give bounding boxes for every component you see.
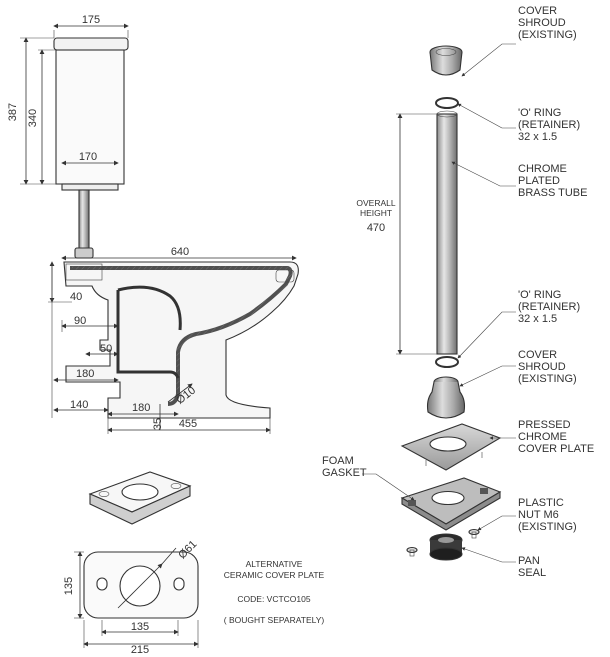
dim-35: 35 — [152, 418, 164, 430]
dim-height-total: 387 — [7, 103, 19, 121]
dim-width-top: 175 — [82, 14, 100, 26]
label-pan-seal: PAN SEAL — [518, 555, 546, 579]
plate-dim-outer-width: 215 — [131, 644, 149, 656]
cistern — [53, 37, 129, 191]
plate-note-line1: ALTERNATIVE — [246, 559, 303, 569]
svg-text:CHROME: CHROME — [518, 163, 567, 175]
dim-height-cistern: 340 — [27, 109, 39, 127]
pressed-chrome-plate — [400, 423, 502, 471]
ceramic-plate-front: Ø61 135 135 215 — [63, 538, 199, 656]
svg-text:COVER: COVER — [518, 5, 557, 17]
o-ring-bottom — [435, 356, 459, 368]
svg-text:(EXISTING): (EXISTING) — [518, 521, 577, 533]
dim-cistern-base: 170 — [79, 151, 97, 163]
plate-note: ALTERNATIVE CERAMIC COVER PLATE CODE: VC… — [224, 559, 325, 625]
exploded-kit — [362, 43, 516, 563]
label-plastic-nut: PLASTIC NUT M6 (EXISTING) — [518, 497, 577, 533]
cover-shroud-top — [429, 45, 463, 76]
label-cover-plate: PRESSED CHROME COVER PLATE — [518, 419, 594, 455]
dim-140: 140 — [70, 399, 88, 411]
svg-text:COVER PLATE: COVER PLATE — [518, 443, 594, 455]
flush-pipe — [74, 189, 94, 259]
svg-text:'O' RING: 'O' RING — [518, 107, 561, 119]
plastic-nut — [406, 528, 480, 557]
ceramic-plate-iso — [88, 471, 192, 525]
label-cover-shroud-top: COVER SHROUD (EXISTING) — [518, 5, 577, 41]
chrome-tube — [436, 113, 458, 355]
dim-180-bottom: 180 — [132, 402, 150, 414]
label-overall-height: OVERALL HEIGHT 470 — [356, 198, 395, 234]
part-labels: COVER SHROUD (EXISTING) 'O' RING (RETAIN… — [322, 5, 594, 579]
svg-text:COVER: COVER — [518, 349, 557, 361]
pan-seal — [429, 533, 463, 561]
svg-text:32 x 1.5: 32 x 1.5 — [518, 313, 557, 325]
label-o-ring-bottom: 'O' RING (RETAINER) 32 x 1.5 — [518, 289, 580, 325]
plate-note-line2: CERAMIC COVER PLATE — [224, 570, 325, 580]
plate-note-bought: ( BOUGHT SEPARATELY) — [224, 615, 325, 625]
svg-text:(RETAINER): (RETAINER) — [518, 301, 580, 313]
svg-text:PLATED: PLATED — [518, 175, 560, 187]
svg-text:SEAL: SEAL — [518, 567, 546, 579]
dimension-lines — [20, 23, 297, 434]
plate-note-code: CODE: VCTCO105 — [237, 594, 310, 604]
dim-50: 50 — [100, 343, 112, 355]
svg-text:NUT M6: NUT M6 — [518, 509, 559, 521]
svg-text:(EXISTING): (EXISTING) — [518, 373, 577, 385]
dim-90: 90 — [74, 315, 86, 327]
svg-text:470: 470 — [367, 222, 385, 234]
svg-text:CHROME: CHROME — [518, 431, 567, 443]
svg-text:HEIGHT: HEIGHT — [360, 208, 392, 218]
svg-text:SHROUD: SHROUD — [518, 17, 566, 29]
svg-text:GASKET: GASKET — [322, 467, 367, 479]
dim-length: 640 — [171, 246, 189, 258]
svg-text:(RETAINER): (RETAINER) — [518, 119, 580, 131]
label-foam-gasket: FOAM GASKET — [322, 455, 367, 479]
svg-text:SHROUD: SHROUD — [518, 361, 566, 373]
leader-lines — [362, 43, 516, 563]
svg-text:BRASS TUBE: BRASS TUBE — [518, 187, 588, 199]
dim-180-left: 180 — [76, 368, 94, 380]
svg-text:PLASTIC: PLASTIC — [518, 497, 564, 509]
toilet-elevation: 175 387 340 170 640 40 90 50 180 140 180… — [7, 14, 299, 434]
label-chrome-tube: CHROME PLATED BRASS TUBE — [518, 163, 588, 199]
svg-text:'O' RING: 'O' RING — [518, 289, 561, 301]
o-ring-top — [435, 97, 459, 109]
label-cover-shroud-bottom: COVER SHROUD (EXISTING) — [518, 349, 577, 385]
foam-gasket — [400, 477, 502, 531]
svg-text:(EXISTING): (EXISTING) — [518, 29, 577, 41]
svg-text:OVERALL: OVERALL — [356, 198, 395, 208]
svg-text:FOAM: FOAM — [322, 455, 354, 467]
svg-text:32 x 1.5: 32 x 1.5 — [518, 131, 557, 143]
dim-455: 455 — [179, 418, 197, 430]
cover-shroud-bottom — [426, 376, 466, 419]
svg-text:PRESSED: PRESSED — [518, 419, 571, 431]
dim-40: 40 — [70, 291, 82, 303]
svg-text:PAN: PAN — [518, 555, 540, 567]
label-o-ring-top: 'O' RING (RETAINER) 32 x 1.5 — [518, 107, 580, 143]
plate-dim-inner-width: 135 — [131, 621, 149, 633]
plate-dim-height: 135 — [63, 577, 75, 595]
